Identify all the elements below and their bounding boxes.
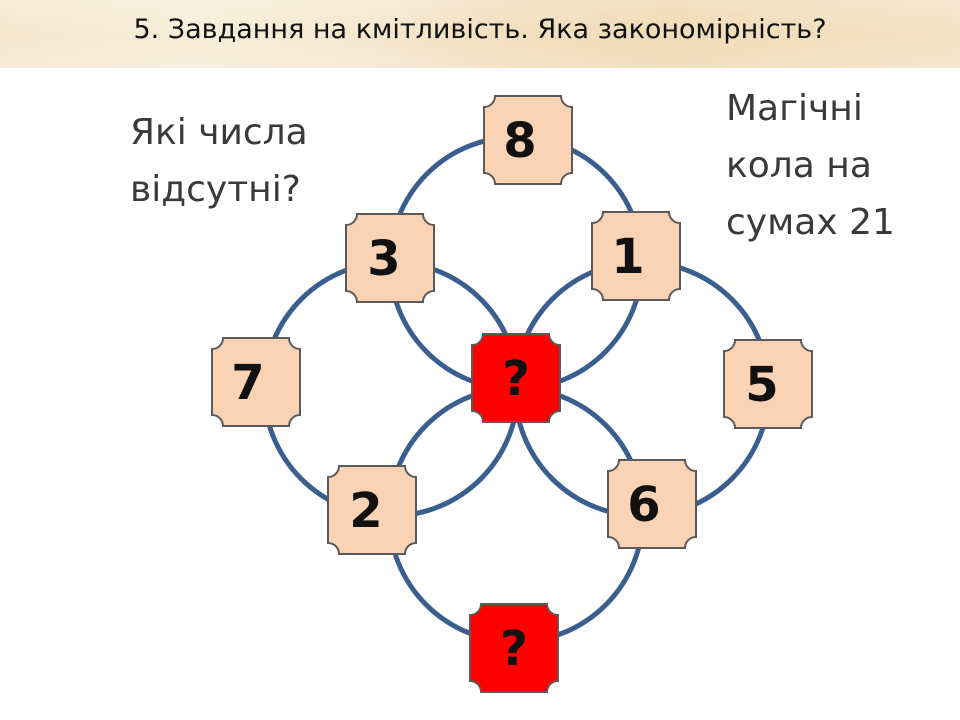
title-bar: 5. Завдання на кмітливість. Яка закономі…	[0, 0, 960, 68]
tile-lower-left: 2	[327, 465, 417, 555]
tile-left-number: 7	[231, 355, 264, 411]
tile-left: 7	[211, 337, 301, 427]
magic-circles-hint: Магічні кола на сумах 21	[726, 80, 895, 251]
hint-line-1: Магічні	[726, 88, 863, 129]
tile-upper-right: 1	[591, 211, 681, 301]
tile-lower-right: 6	[607, 459, 697, 549]
tile-bottom: ?	[469, 603, 559, 693]
tile-right-number: 5	[745, 357, 778, 413]
tile-center: ?	[471, 333, 561, 423]
tile-right: 5	[723, 339, 813, 429]
missing-numbers-question: Які числа відсутні?	[130, 104, 308, 218]
tile-upper-left-number: 3	[367, 231, 400, 287]
tile-lower-right-number: 6	[627, 477, 660, 533]
tile-bottom-number: ?	[500, 621, 528, 677]
hint-line-2: кола на	[726, 145, 872, 186]
tile-center-number: ?	[502, 351, 530, 407]
question-line-2: відсутні?	[130, 169, 301, 210]
tile-lower-left-number: 2	[349, 483, 382, 539]
tile-top-number: 8	[503, 113, 536, 169]
tile-top: 8	[483, 95, 573, 185]
hint-line-3: сумах 21	[726, 202, 895, 243]
tile-upper-left: 3	[345, 213, 435, 303]
tile-upper-right-number: 1	[611, 229, 644, 285]
question-line-1: Які числа	[130, 112, 308, 153]
slide-title: 5. Завдання на кмітливість. Яка закономі…	[133, 14, 827, 45]
